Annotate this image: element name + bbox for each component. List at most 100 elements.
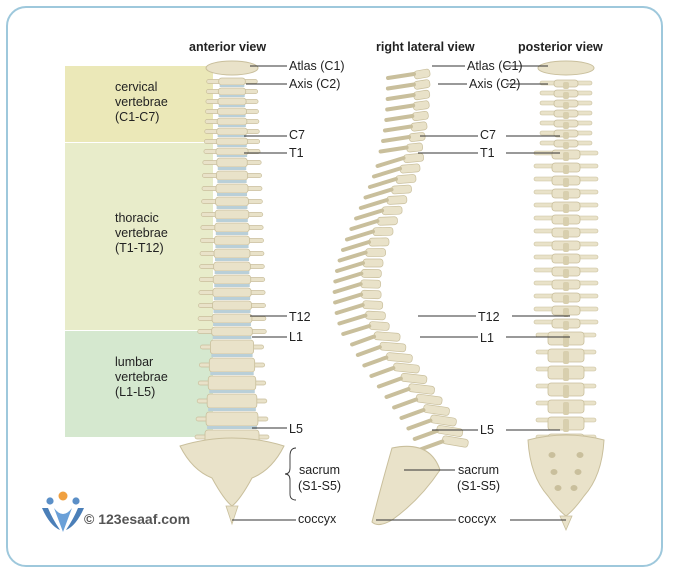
intervertebral-disc xyxy=(210,372,254,375)
vertebral-body xyxy=(207,375,257,391)
posterior-spinous-process xyxy=(563,282,569,291)
intervertebral-disc xyxy=(215,258,249,261)
intervertebral-disc xyxy=(217,167,247,170)
sacrum-bracket xyxy=(284,447,297,501)
vertebral-body xyxy=(216,127,248,136)
spinous-process xyxy=(392,397,419,410)
lateral-spine-drawing xyxy=(332,68,469,526)
posterior-spinous-process xyxy=(563,204,569,213)
spinous-process xyxy=(369,366,396,378)
right-t12-label: T12 xyxy=(478,310,500,324)
posterior-spinous-process xyxy=(563,419,569,432)
spinous-process xyxy=(384,387,411,399)
vertebral-body xyxy=(215,137,249,146)
anterior-coccyx-label: coccyx xyxy=(298,512,337,526)
posterior-spinous-process xyxy=(563,191,569,200)
lateral-vertebra xyxy=(377,216,398,226)
spinous-process xyxy=(350,334,377,347)
spinous-process xyxy=(406,418,433,431)
atlas-vertebra xyxy=(205,60,259,76)
sacrum-anterior xyxy=(179,437,285,507)
coccyx-posterior xyxy=(559,515,573,532)
posterior-spinous-process xyxy=(563,132,569,139)
sacral-foramen xyxy=(574,469,582,475)
leader-lines xyxy=(232,65,570,521)
thoracic-region-label: thoracic vertebrae (T1-T12) xyxy=(115,211,168,255)
lateral-vertebra xyxy=(360,279,382,289)
spinous-process xyxy=(376,376,403,389)
lateral-vertebra xyxy=(362,258,384,268)
vertebral-body xyxy=(217,97,247,106)
sacral-foramen xyxy=(570,485,578,491)
posterior-spinous-process xyxy=(563,295,569,304)
lumbar-region-label: lumbar vertebrae (L1-L5) xyxy=(115,355,168,399)
lateral-vertebra xyxy=(365,310,386,321)
spinous-process xyxy=(337,313,368,326)
spinous-process xyxy=(349,219,380,231)
right-atlas-label: Atlas (C1) xyxy=(467,59,523,73)
spinous-process xyxy=(381,135,412,143)
vertebral-body xyxy=(205,411,259,427)
vertebral-body xyxy=(206,393,258,409)
vertebral-body xyxy=(214,222,250,233)
lateral-vertebra xyxy=(379,341,407,353)
lateral-vertebra xyxy=(386,195,408,205)
intervertebral-disc xyxy=(213,323,251,326)
vertebral-body xyxy=(209,339,254,355)
right-sacrum-label: sacrum (S1-S5) xyxy=(457,463,501,493)
spinous-process xyxy=(344,229,375,242)
posterior-spinous-process xyxy=(563,368,569,381)
intervertebral-disc xyxy=(213,310,251,313)
posterior-spinous-process xyxy=(563,334,569,347)
anterior-atlas-label: Atlas (C1) xyxy=(289,59,345,73)
spinous-process xyxy=(337,250,368,263)
intervertebral-disc xyxy=(208,408,256,411)
posterior-spinous-process xyxy=(563,165,569,174)
right-c7-label: C7 xyxy=(480,128,496,142)
posterior-spinous-process xyxy=(563,230,569,239)
anterior-l5-label: L5 xyxy=(289,422,303,436)
anterior-t12-label: T12 xyxy=(289,310,311,324)
right-t1-label: T1 xyxy=(480,146,495,160)
posterior-spinous-process xyxy=(563,269,569,278)
lateral-vertebra xyxy=(385,352,413,363)
spinous-process xyxy=(378,145,409,154)
cervical-region-label: cervical vertebrae (C1-C7) xyxy=(115,80,168,124)
lateral-vertebra xyxy=(360,269,382,278)
anterior-view-title: anterior view xyxy=(189,40,267,54)
spinous-process xyxy=(382,124,413,133)
sacrum-posterior xyxy=(527,434,605,517)
vertebral-body xyxy=(214,235,250,246)
vertebral-body xyxy=(211,326,253,337)
lateral-vertebra xyxy=(441,435,469,448)
posterior-spinous-process xyxy=(563,217,569,226)
lumbar-region-band: lumbar vertebrae (L1-L5) xyxy=(65,331,213,437)
lateral-vertebra xyxy=(372,226,394,237)
lateral-vertebra xyxy=(391,184,412,195)
lateral-vertebra xyxy=(412,100,430,111)
sacral-foramen xyxy=(554,485,562,491)
vertebral-body xyxy=(208,357,256,373)
spinous-process xyxy=(335,261,366,273)
lateral-vertebra xyxy=(368,321,390,331)
intervertebral-disc xyxy=(219,95,245,97)
lateral-vertebra xyxy=(399,163,421,174)
vertebral-body xyxy=(211,313,253,324)
intervertebral-disc xyxy=(214,271,250,274)
intervertebral-disc xyxy=(217,145,247,147)
anterior-sacrum-label: sacrum (S1-S5) xyxy=(298,463,342,493)
vertebral-body xyxy=(215,147,249,156)
lateral-vertebra xyxy=(400,373,428,384)
lateral-vertebra xyxy=(360,289,382,300)
vertebral-body xyxy=(215,170,249,181)
spinous-process xyxy=(333,271,364,284)
lateral-view-title: right lateral view xyxy=(376,40,475,54)
posterior-spinous-process xyxy=(563,142,569,149)
spinous-process xyxy=(375,156,406,168)
intervertebral-disc xyxy=(213,297,251,300)
posterior-spinous-process xyxy=(563,92,569,99)
sacral-foramen xyxy=(576,452,584,458)
spinous-process xyxy=(358,198,389,210)
spinous-process xyxy=(385,93,416,101)
